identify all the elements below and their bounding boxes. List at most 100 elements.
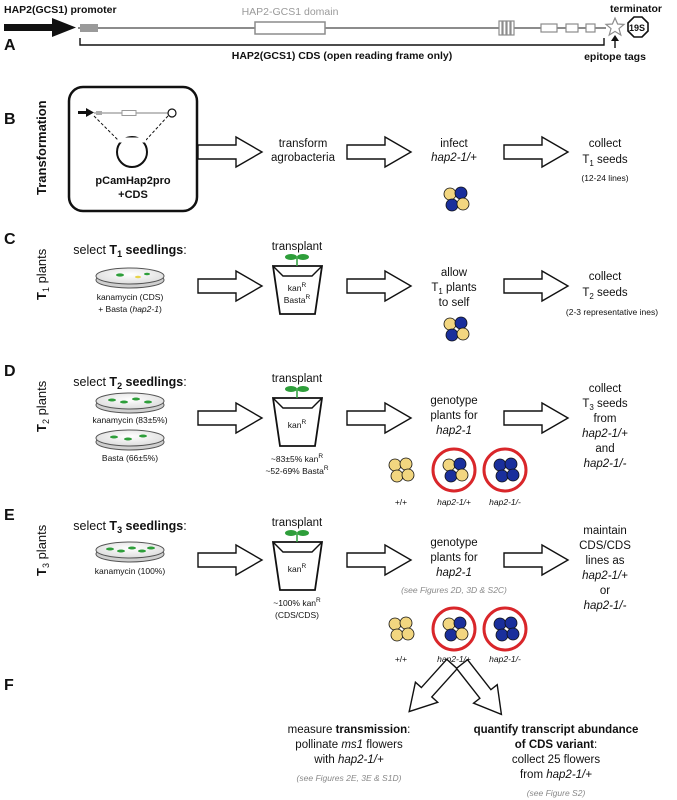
utr-block: [80, 24, 98, 32]
domain-box: [254, 21, 326, 35]
b-step4-line2: T1 seeds: [582, 154, 628, 168]
seed-cluster-b: [443, 186, 470, 212]
genotype-wt-d: [388, 457, 415, 483]
f-left-line2: pollinate ms1 flowers: [295, 739, 403, 751]
f-left-reference: (see Figures 2E, 3E & S1D): [297, 773, 402, 783]
flow-arrow-e2: [346, 544, 412, 576]
flow-arrow-d3: [503, 402, 569, 434]
e-step3-line2: plants for: [430, 552, 477, 564]
panel-d-side-label: T2 plants: [34, 380, 51, 432]
f-left-line1: measure transmission:: [288, 724, 411, 736]
flow-arrow-d2: [346, 402, 412, 434]
transmembrane-icon: [498, 20, 515, 36]
c-dish-line2: + Basta (hap2-1): [98, 304, 162, 314]
d-step4-line3: from: [594, 413, 617, 425]
d-step3-line2: plants for: [430, 410, 477, 422]
c-step4-line1: collect: [589, 271, 622, 283]
e-step3-line1: genotype: [430, 537, 477, 549]
plant-pot-d: [271, 386, 324, 447]
e-step4-line4: hap2-1/+: [582, 570, 628, 582]
e-step4-line6: hap2-1/-: [584, 600, 627, 612]
e-step4-line1: maintain: [583, 525, 626, 537]
panel-b-letter: B: [4, 111, 16, 128]
plasmid-cds: +CDS: [118, 189, 148, 201]
panel-c-letter: C: [4, 231, 16, 248]
terminator-sign-label: 19S: [629, 23, 645, 33]
plant-pot-c: [271, 254, 324, 315]
seed-cluster-c: [443, 316, 470, 342]
b-step4-note: (12-24 lines): [581, 173, 628, 183]
genotype-het-d: [431, 447, 477, 493]
petri-dish-d2: [95, 429, 165, 451]
d-dish2-label: Basta (66±5%): [102, 453, 158, 463]
d-step4-line6: hap2-1/-: [584, 458, 627, 470]
plasmid-name: pCamHap2pro: [95, 175, 170, 187]
panel-c-side-label: T1 plants: [34, 248, 51, 300]
e-dish-label: kanamycin (100%): [95, 566, 166, 576]
b-step4-line1: collect: [589, 138, 622, 150]
petri-dish-c: [95, 267, 165, 289]
c-dish-line1: kanamycin (CDS): [97, 292, 164, 302]
e-step4-line3: lines as: [586, 555, 625, 567]
panel-b-side-label: Transformation: [34, 100, 49, 195]
flow-arrow-c1: [197, 270, 263, 302]
branch-arrow-right: [455, 658, 503, 716]
d-select-label: select T2 seedlings:: [73, 375, 186, 391]
flow-arrow-b3: [503, 136, 569, 168]
d-step4-line1: collect: [589, 383, 622, 395]
epitope-star-icon: [604, 16, 626, 37]
c-transplant-label: transplant: [272, 241, 323, 253]
epitope-pointer-arrow: [611, 35, 619, 48]
d-genotype2-label: hap2-1/+: [437, 497, 471, 507]
plasmid-map-icon: [78, 108, 177, 168]
d-under-line1: ~83±5% kanR: [271, 453, 323, 464]
genotype-hom-d: [482, 447, 528, 493]
panel-f-letter: F: [4, 677, 14, 694]
d-dish1-label: kanamycin (83±5%): [92, 415, 167, 425]
b-step3-line1: infect: [440, 138, 468, 150]
b-step3-line2: hap2-1/+: [431, 152, 477, 164]
flow-arrow-c2: [346, 270, 412, 302]
flow-arrow-c3: [503, 270, 569, 302]
panel-e-letter: E: [4, 507, 15, 524]
e-step3-line3: hap2-1: [436, 567, 472, 579]
d-genotype1-label: +/+: [395, 497, 407, 507]
f-left-line3: with hap2-1/+: [313, 754, 384, 766]
domain-label: HAP2-GCS1 domain: [242, 6, 339, 18]
c-step4-note: (2-3 representative ines): [566, 307, 658, 317]
epitope-label: epitope tags: [584, 51, 646, 63]
b-step2-line1: transform: [279, 138, 328, 150]
d-step4-line5: and: [595, 443, 614, 455]
c-pot-line2: BastaR: [284, 294, 311, 305]
e-under-line1: ~100% kanR: [273, 597, 321, 608]
d-under-line2: ~52-69% BastaR: [265, 465, 328, 476]
e-transplant-label: transplant: [272, 517, 323, 529]
branch-arrow-left: [408, 658, 459, 713]
flow-arrow-e1: [197, 544, 263, 576]
e-step4-line5: or: [600, 585, 610, 597]
b-step2-line2: agrobacteria: [271, 152, 336, 164]
genotype-wt-e: [388, 616, 415, 642]
d-genotype3-label: hap2-1/-: [489, 497, 521, 507]
petri-dish-d1: [95, 392, 165, 414]
e-genotype1-label: +/+: [395, 654, 407, 664]
c-step4-line2: T2 seeds: [582, 287, 628, 301]
flow-arrow-e3: [503, 544, 569, 576]
flow-arrow-b1: [197, 136, 263, 168]
e-select-label: select T3 seedlings:: [73, 519, 186, 535]
e-genotype2-label: hap2-1/+: [437, 654, 471, 664]
f-right-line4: from hap2-1/+: [520, 769, 592, 781]
plant-pot-e: [271, 530, 324, 591]
promoter-arrow-icon: [4, 18, 76, 37]
f-right-line1: quantify transcript abundance: [474, 724, 639, 736]
terminator-octagon-icon: [627, 16, 649, 38]
d-step3-line1: genotype: [430, 395, 477, 407]
panel-d-letter: D: [4, 363, 16, 380]
e-genotype3-label: hap2-1/-: [489, 654, 521, 664]
c-step3-line1: allow: [441, 267, 468, 279]
gene-map: [78, 20, 606, 36]
flow-arrow-d1: [197, 402, 263, 434]
d-transplant-label: transplant: [272, 373, 323, 385]
d-step4-line4: hap2-1/+: [582, 428, 628, 440]
f-right-line2: of CDS variant:: [515, 739, 597, 751]
